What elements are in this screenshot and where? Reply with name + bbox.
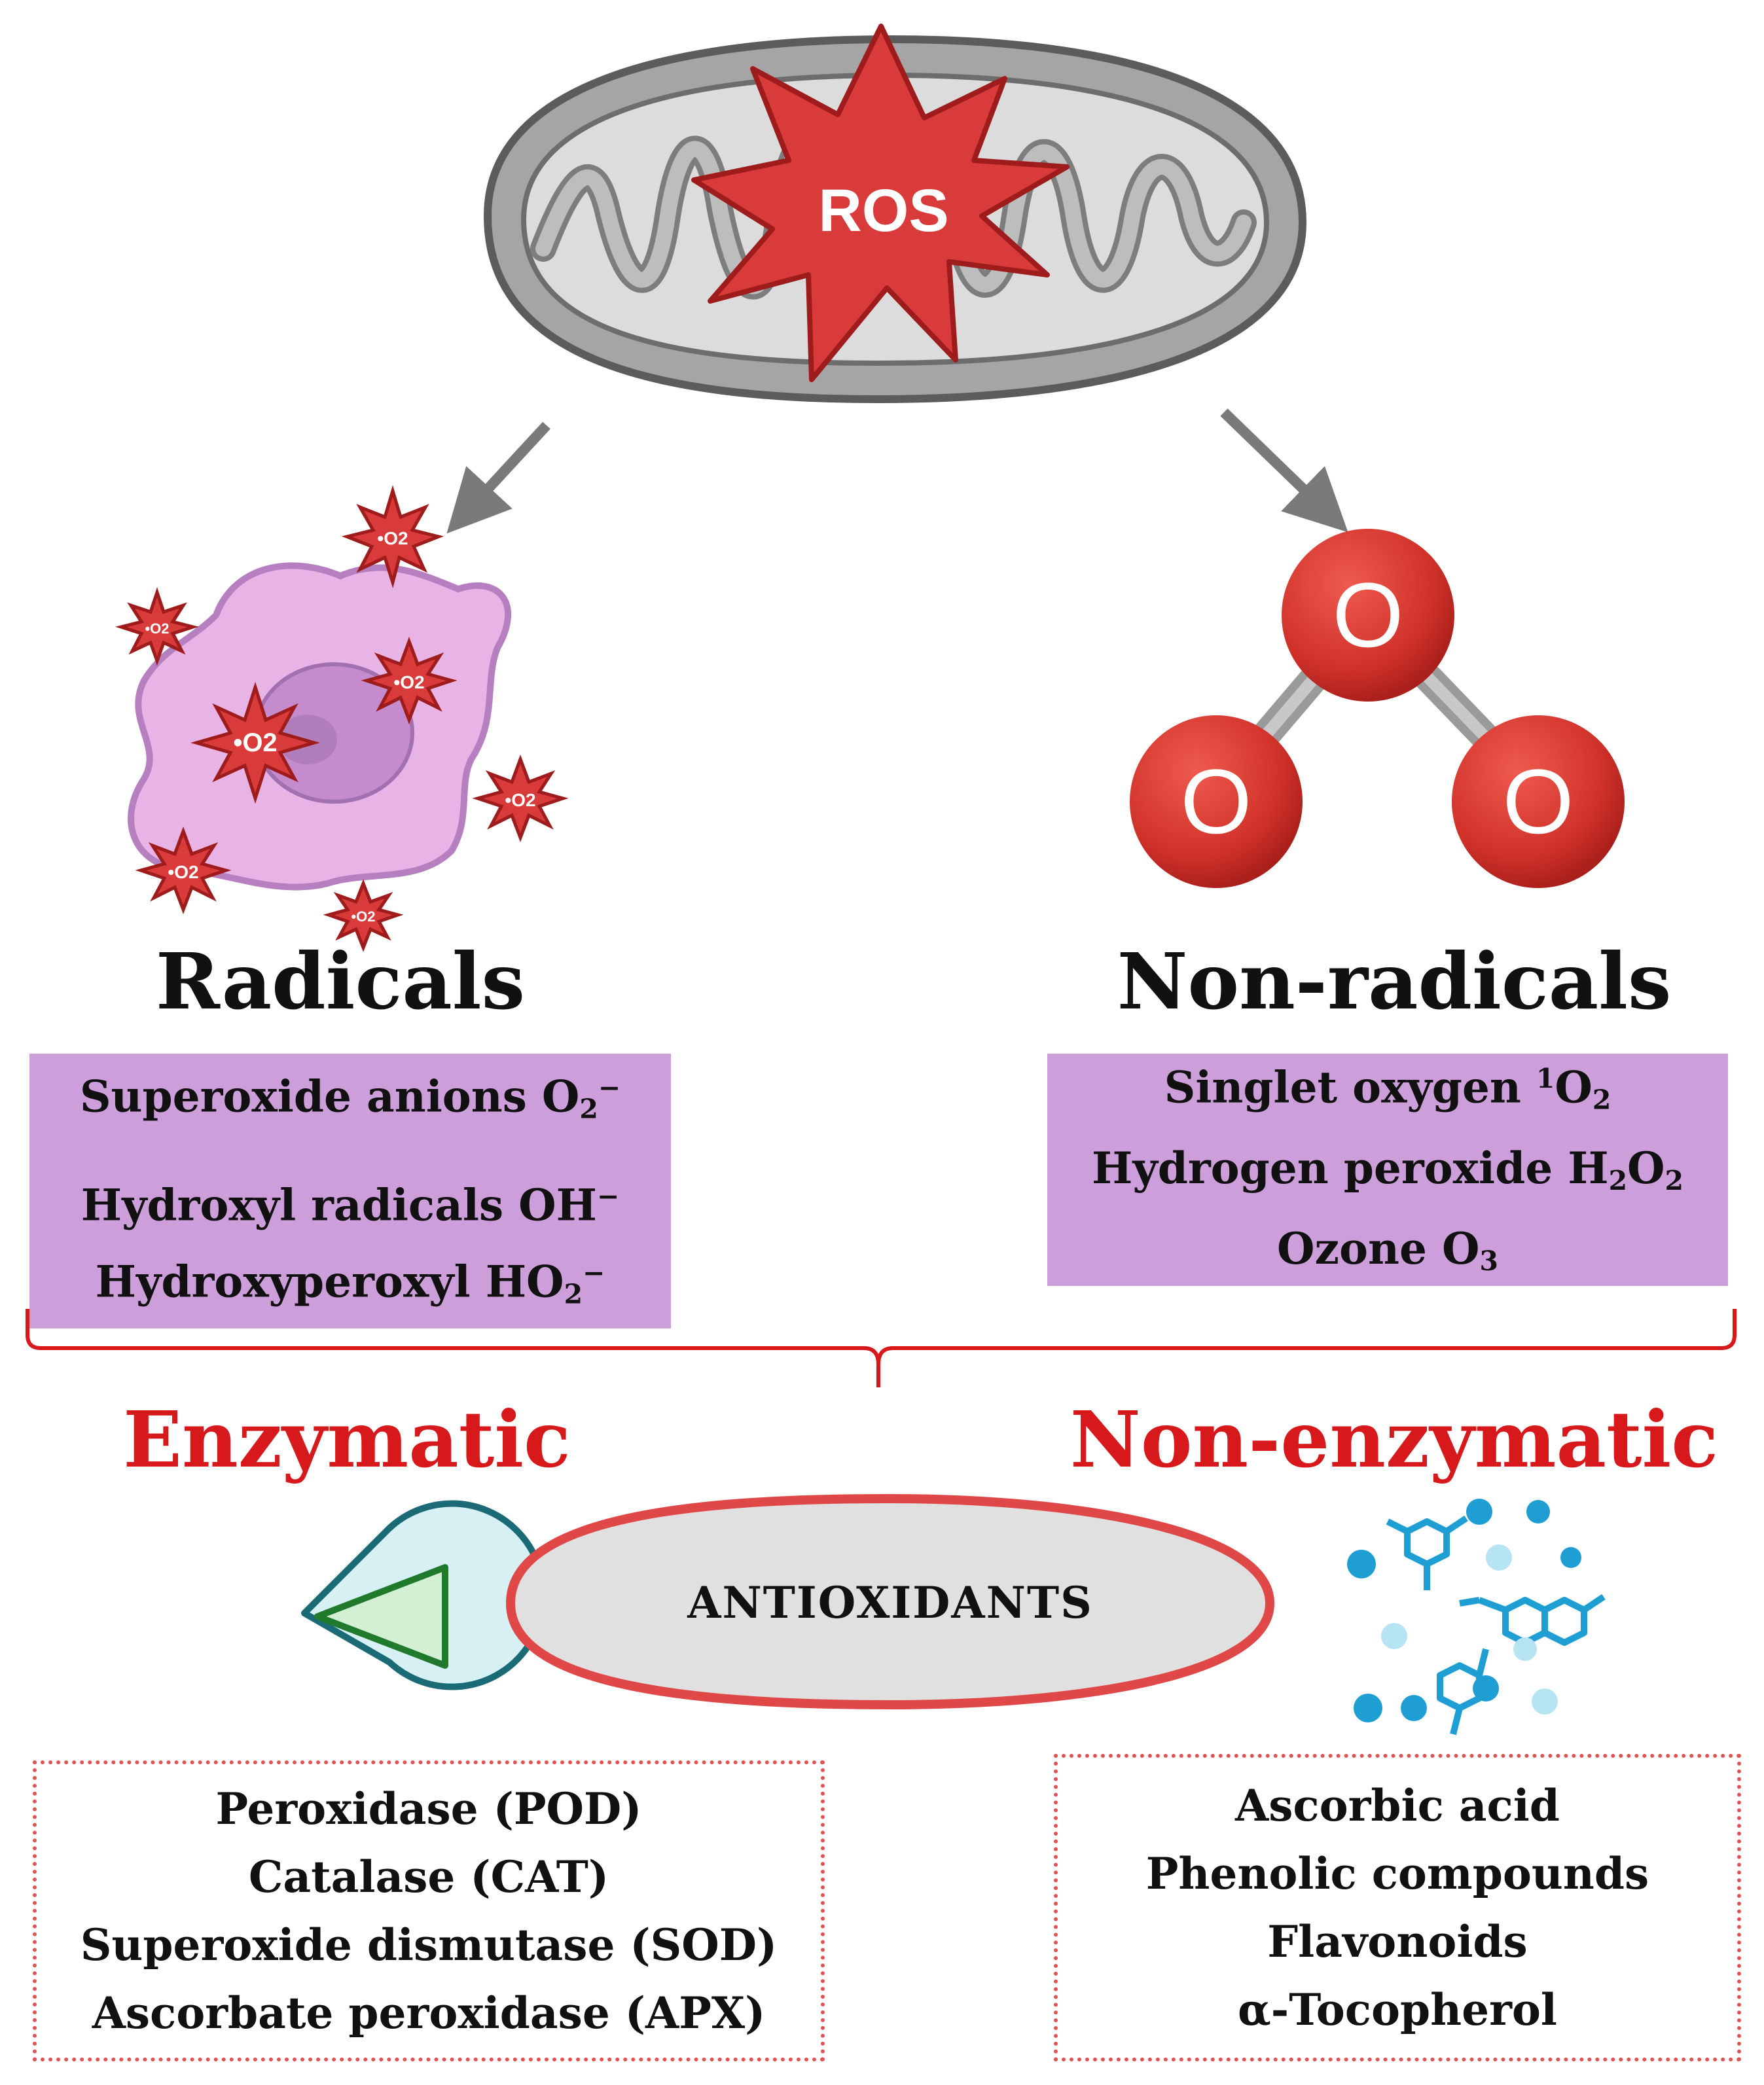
burst-label: •O2 (377, 528, 408, 548)
oxygen-atom-label: O (1502, 750, 1574, 853)
oxygen-atom-label: O (1180, 750, 1252, 853)
nonenzymatic-item: Phenolic compounds (1145, 1848, 1649, 1899)
burst-label: •O2 (505, 790, 535, 810)
superoxide-burst-icon (341, 485, 444, 588)
ozone-molecule-icon (1130, 529, 1625, 888)
burst-label: •O2 (393, 672, 424, 692)
superoxide-burst-icon (115, 587, 199, 666)
burst-label: •O2 (351, 908, 375, 925)
nonenzymatic-item: α-Tocopherol (1238, 1984, 1557, 2035)
burst-label: •O2 (168, 862, 198, 882)
grouping-brace (26, 1309, 1737, 1387)
substrate-triangle (314, 1564, 448, 1669)
arrow-to-nonradicals (1220, 408, 1348, 533)
molecule-dots (1347, 1499, 1581, 1722)
radical-item-hydroxyperoxyl: Hydroxyperoxyl HO2− (95, 1256, 605, 1310)
burst-label: •O2 (145, 620, 169, 637)
nonradicals-heading: Non-radicals (1117, 936, 1672, 1027)
nonenzymatic-list-box: Ascorbic acid Phenolic compounds Flavono… (1054, 1754, 1741, 2061)
superoxide-burst-icon (323, 879, 404, 952)
oxygen-atom (1130, 715, 1303, 888)
enzyme-item: Superoxide dismutase (SOD) (80, 1919, 778, 1970)
enzymatic-list-box: Peroxidase (POD) Catalase (CAT) Superoxi… (33, 1760, 825, 2061)
nonradical-item-ozone: Ozone O3 (1277, 1222, 1498, 1277)
arrow-to-radicals (446, 421, 550, 534)
superoxide-burst-icon (361, 636, 458, 725)
phenolic-molecules-icon (1386, 1515, 1606, 1736)
superoxide-burst-icon (135, 826, 232, 915)
superoxide-burst-icon (190, 681, 321, 804)
superoxide-bursts (115, 485, 569, 952)
radicals-heading: Radicals (155, 936, 526, 1027)
cell-icon (128, 562, 512, 891)
nonradicals-box: Singlet oxygen 1O2 Hydrogen peroxide H2O… (1047, 1054, 1728, 1286)
oxygen-atom (1452, 715, 1625, 888)
antioxidants-label: ANTIOXIDANTS (687, 1577, 1093, 1628)
enzyme-item: Ascorbate peroxidase (APX) (92, 1987, 766, 2039)
radical-item-superoxide: Superoxide anions O2− (79, 1071, 621, 1125)
oxygen-atom-label: O (1332, 563, 1404, 666)
ros-label: ROS (818, 177, 949, 244)
nonradical-item-hydrogen-peroxide: Hydrogen peroxide H2O2 (1091, 1142, 1684, 1196)
nonenzymatic-item: Flavonoids (1267, 1916, 1528, 1967)
enzyme-item: Peroxidase (POD) (215, 1783, 642, 1834)
burst-label: •O2 (233, 728, 277, 757)
nonenzymatic-item: Ascorbic acid (1235, 1780, 1560, 1831)
superoxide-burst-icon (472, 754, 569, 843)
nonenzymatic-heading: Non-enzymatic (1070, 1394, 1719, 1485)
nonradical-item-singlet-oxygen: Singlet oxygen 1O2 (1164, 1061, 1611, 1116)
enzyme-item: Catalase (CAT) (248, 1851, 609, 1902)
oxygen-atom (1282, 529, 1454, 702)
radicals-box: Superoxide anions O2− Hydroxyl radicals … (29, 1054, 671, 1328)
radical-item-hydroxyl: Hydroxyl radicals OH− (81, 1179, 620, 1231)
enzymatic-heading: Enzymatic (123, 1394, 571, 1485)
antioxidants-ellipse (505, 1493, 1275, 1710)
ros-burst-icon (691, 24, 1070, 382)
